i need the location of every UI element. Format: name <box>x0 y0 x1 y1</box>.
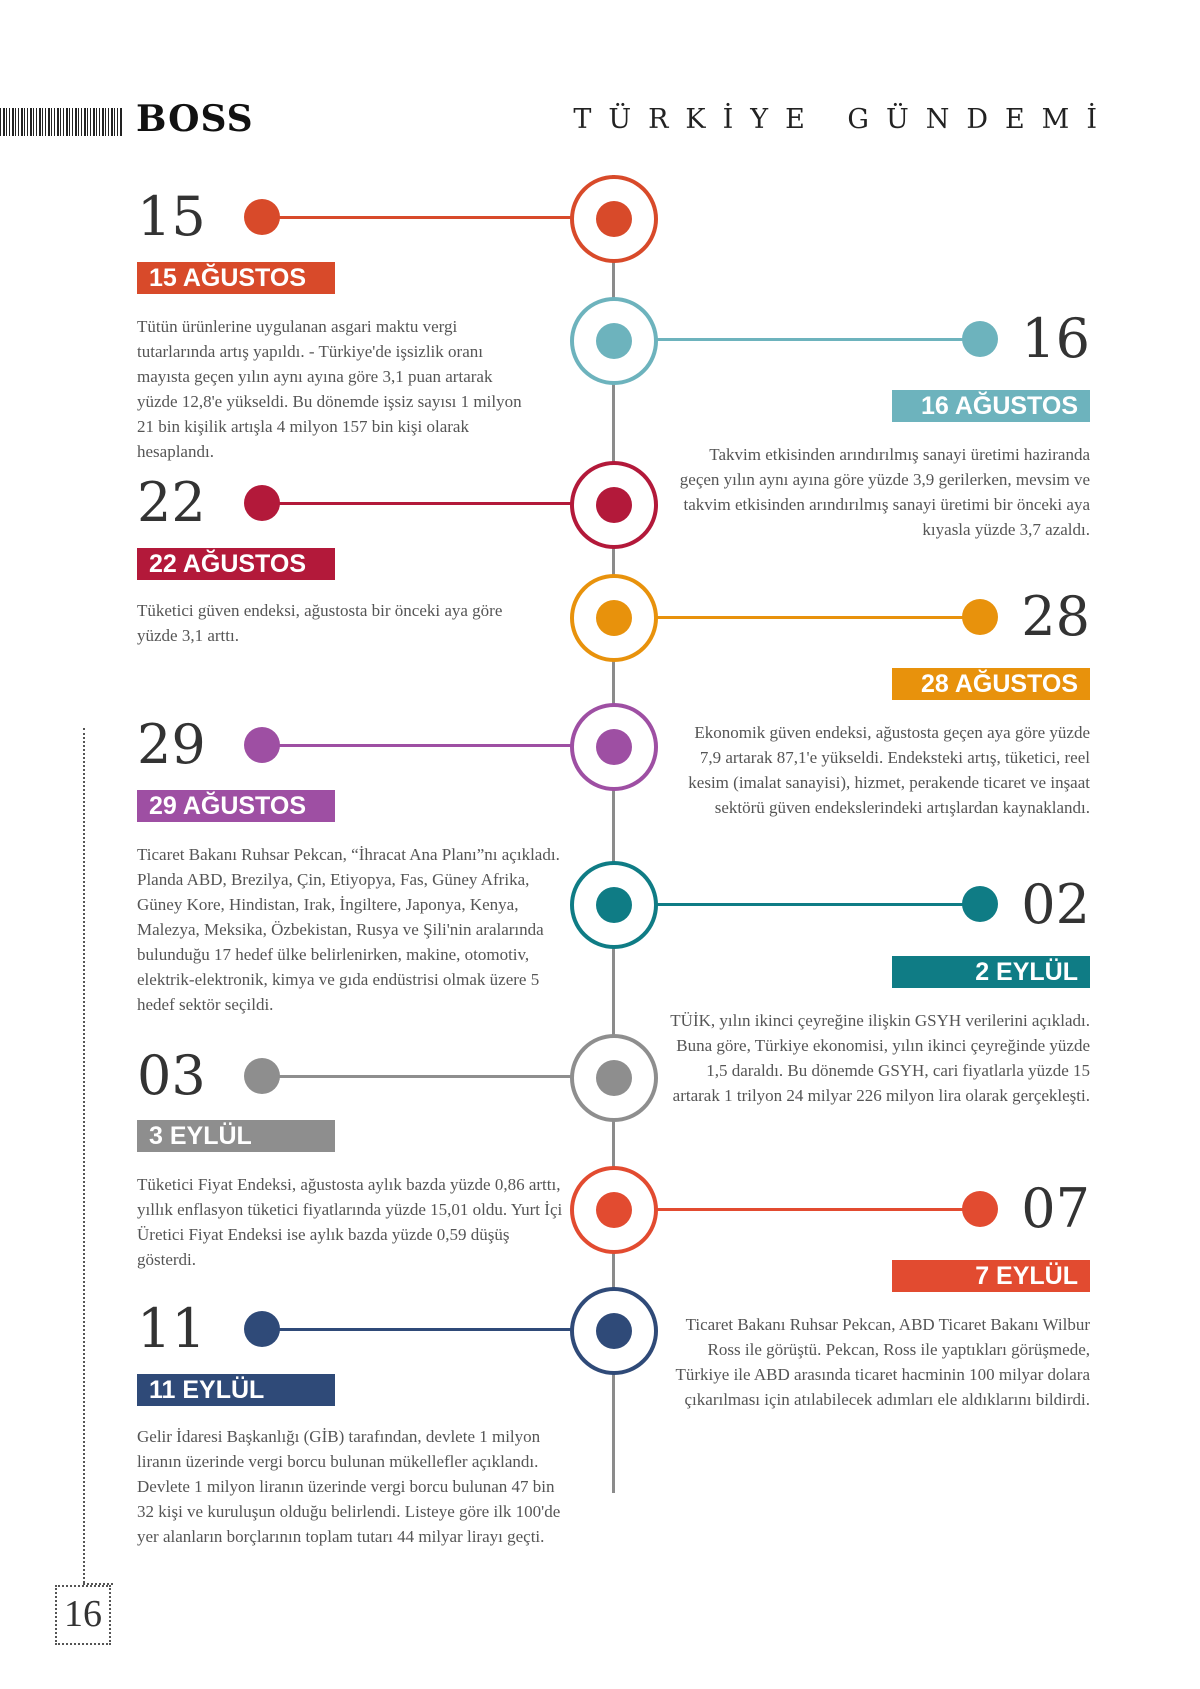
timeline-connector <box>654 903 984 906</box>
timeline-node <box>570 1287 658 1375</box>
event-day-number: 07 <box>1021 1177 1090 1240</box>
timeline-dot <box>962 886 998 922</box>
timeline-node <box>570 461 658 549</box>
event-date-label: 2 EYLÜL <box>892 956 1090 988</box>
timeline-dot <box>244 485 280 521</box>
timeline-connector <box>262 1075 572 1078</box>
timeline-dot <box>244 1311 280 1347</box>
timeline-dot <box>962 599 998 635</box>
event-date-label: 11 EYLÜL <box>137 1374 335 1406</box>
event-description: Ticaret Bakanı Ruhsar Pekcan, ABD Ticare… <box>675 1315 1090 1409</box>
event-date-label: 29 AĞUSTOS <box>137 790 335 822</box>
event-description: Tüketici Fiyat Endeksi, ağustosta aylık … <box>137 1175 563 1269</box>
timeline-node <box>570 703 658 791</box>
timeline-dot <box>244 199 280 235</box>
timeline-node <box>570 175 658 263</box>
timeline-node <box>570 1166 658 1254</box>
timeline-dot <box>962 321 998 357</box>
page-number: 16 <box>64 1593 102 1635</box>
page-edge-decoration <box>83 728 85 1583</box>
timeline-node <box>570 1034 658 1122</box>
timeline-connector <box>654 1208 984 1211</box>
event-description: Ticaret Bakanı Ruhsar Pekcan, “İhracat A… <box>137 845 560 1014</box>
timeline-connector <box>654 616 984 619</box>
timeline-connector <box>262 502 572 505</box>
timeline-connector <box>262 216 572 219</box>
event-date-label: 3 EYLÜL <box>137 1120 335 1152</box>
timeline-spine <box>612 175 615 1493</box>
timeline-dot <box>244 1058 280 1094</box>
timeline-connector <box>654 338 984 341</box>
page-edge-decoration <box>83 1583 113 1585</box>
event-day-number: 15 <box>137 185 206 248</box>
timeline-connector <box>262 1328 572 1331</box>
event-description: TÜİK, yılın ikinci çeyreğine ilişkin GSY… <box>670 1011 1090 1105</box>
barcode-decoration <box>0 108 122 136</box>
timeline-connector <box>262 744 572 747</box>
section-title: TÜRKİYE GÜNDEMİ <box>573 104 1114 135</box>
event-description: Takvim etkisinden arındırılmış sanayi ür… <box>679 445 1090 539</box>
event-description: Ekonomik güven endeksi, ağustosta geçen … <box>688 723 1090 817</box>
event-description: Tüketici güven endeksi, ağustosta bir ön… <box>137 601 503 645</box>
timeline-node <box>570 574 658 662</box>
event-description: Gelir İdaresi Başkanlığı (GİB) tarafında… <box>137 1427 561 1546</box>
event-day-number: 02 <box>1021 873 1090 936</box>
timeline-dot <box>244 727 280 763</box>
event-date-label: 16 AĞUSTOS <box>892 390 1090 422</box>
event-day-number: 03 <box>137 1044 206 1107</box>
event-date-label: 22 AĞUSTOS <box>137 548 335 580</box>
event-description: Tütün ürünlerine uygulanan asgari maktu … <box>137 317 522 461</box>
timeline-dot <box>962 1191 998 1227</box>
page-number-box <box>55 1585 111 1645</box>
event-date-label: 28 AĞUSTOS <box>892 668 1090 700</box>
timeline-node <box>570 861 658 949</box>
event-day-number: 22 <box>137 471 206 534</box>
event-date-label: 15 AĞUSTOS <box>137 262 335 294</box>
event-day-number: 29 <box>137 713 206 776</box>
brand-logo: BOSS <box>136 98 254 140</box>
event-day-number: 11 <box>137 1297 206 1360</box>
event-day-number: 28 <box>1021 585 1090 648</box>
timeline-node <box>570 297 658 385</box>
event-day-number: 16 <box>1021 307 1090 370</box>
event-date-label: 7 EYLÜL <box>892 1260 1090 1292</box>
